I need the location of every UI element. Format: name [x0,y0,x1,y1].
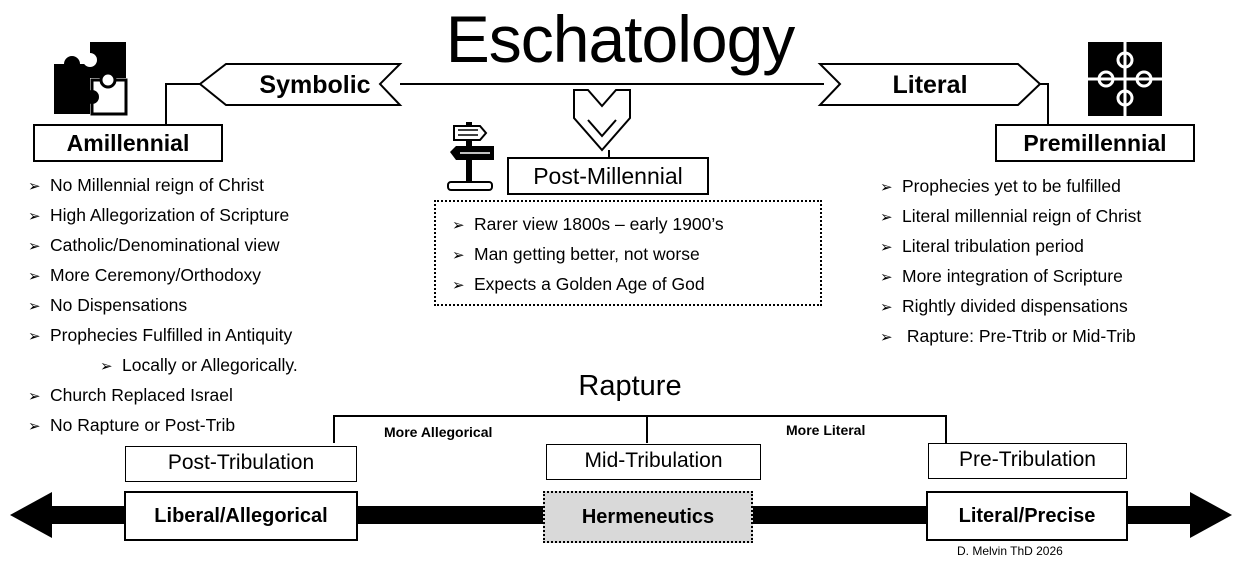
list-item: Church Replaced Israel [28,381,298,411]
amillennial-heading: Amillennial [33,124,223,162]
postmillennial-list: Rarer view 1800s – early 1900’s Man gett… [452,210,820,300]
liberal-allegorical-box: Liberal/Allegorical [124,491,358,541]
symbolic-label: Symbolic [259,71,371,99]
right-arrowhead [1190,492,1232,538]
list-item: Expects a Golden Age of God [452,270,820,300]
rapture-heading: Rapture [578,370,682,402]
literal-precise-box: Literal/Precise [926,491,1128,541]
list-item: No Millennial reign of Christ [28,171,298,201]
list-item: Prophecies yet to be fulfilled [880,172,1141,202]
list-item: More integration of Scripture [880,262,1141,292]
pre-tribulation-box: Pre-Tribulation [928,443,1127,479]
list-item: No Dispensations [28,291,298,321]
puzzle-pieces-icon [1088,42,1162,116]
left-arrowhead [10,492,52,538]
postmillennial-box: Rarer view 1800s – early 1900’s Man gett… [434,200,822,306]
list-item: Prophecies Fulfilled in Antiquity [28,321,298,351]
literal-banner-shape [817,63,1042,106]
list-item: More Ceremony/Orthodoxy [28,261,298,291]
list-item: Man getting better, not worse [452,240,820,270]
list-item: Rarer view 1800s – early 1900’s [452,210,820,240]
list-item: Literal millennial reign of Christ [880,202,1141,232]
literal-label: Literal [892,71,968,99]
more-allegorical-label: More Allegorical [384,424,493,440]
list-item: Catholic/Denominational view [28,231,298,261]
amillennial-list: No Millennial reign of Christ High Alleg… [28,171,298,441]
post-tribulation-box: Post-Tribulation [125,446,357,482]
symbolic-banner-shape [198,63,403,106]
mid-tribulation-box: Mid-Tribulation [546,444,761,480]
down-arrow-icon [573,89,631,152]
list-item: Rapture: Pre-Ttrib or Mid-Trib [880,322,1141,352]
more-literal-label: More Literal [786,422,866,438]
puzzle-pieces-icon [54,42,128,116]
postmillennial-heading: Post-Millennial [507,157,709,195]
list-item: Locally or Allegorically. [28,351,298,381]
list-item: No Rapture or Post-Trib [28,411,298,441]
premillennial-heading: Premillennial [995,124,1195,162]
credit-text: D. Melvin ThD 2026 [957,544,1063,558]
list-item: Rightly divided dispensations [880,292,1141,322]
list-item: High Allegorization of Scripture [28,201,298,231]
page-title: Eschatology [445,2,796,76]
hermeneutics-box: Hermeneutics [543,491,753,543]
signpost-icon [440,118,500,194]
premillennial-list: Prophecies yet to be fulfilled Literal m… [880,172,1141,352]
list-item: Literal tribulation period [880,232,1141,262]
